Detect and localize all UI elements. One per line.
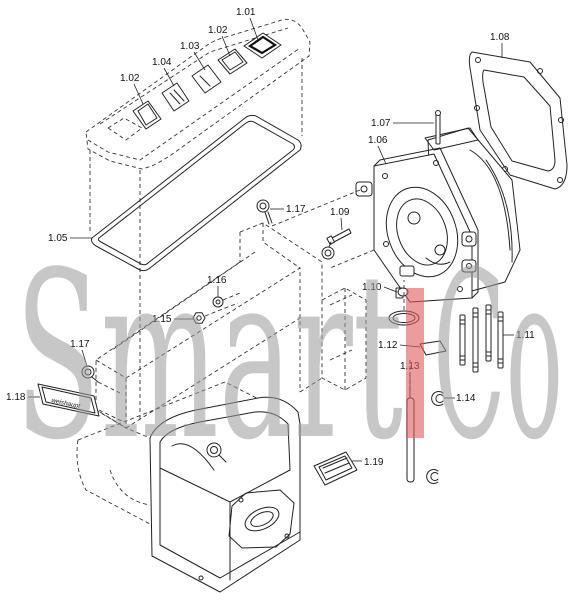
callout-1-01: 1.01: [236, 7, 256, 18]
callout-1-11: 1.11: [516, 330, 535, 341]
gasket-1-05: [91, 114, 302, 272]
washer-1-16: [212, 292, 241, 308]
window-1-01: [243, 32, 282, 59]
eye-ring: [206, 442, 227, 463]
callout-1-15: 1.15: [152, 314, 172, 325]
callout-1-08: 1.08: [490, 32, 510, 43]
nut-1-15: [192, 302, 239, 324]
eyebolt-mid: [321, 241, 335, 260]
window-1-03: [191, 64, 222, 94]
callout-1-02-upper: 1.02: [208, 25, 228, 36]
eyebolt-1-17-upper: [256, 199, 273, 225]
callout-1-04: 1.04: [152, 57, 172, 68]
callout-1-10: 1.10: [362, 282, 382, 293]
callout-1-05: 1.05: [48, 233, 68, 244]
nameplate-1-18: weishaupt: [37, 383, 125, 423]
callout-1-03: 1.03: [180, 41, 200, 52]
flange-1-08: [468, 51, 568, 190]
callout-1-02-lower: 1.02: [120, 73, 140, 84]
plate-1-12: [419, 340, 447, 356]
screw-1-09: [326, 228, 352, 245]
callout-1-14: 1.14: [456, 393, 476, 404]
callout-1-13: 1.13: [400, 361, 420, 372]
callout-1-17-lower: 1.17: [70, 339, 90, 350]
callout-1-17-upper: 1.17: [286, 204, 306, 215]
callout-1-06: 1.06: [368, 135, 388, 146]
circlip-1-14: [426, 391, 444, 484]
callout-1-07: 1.07: [371, 118, 391, 129]
window-1-04: [161, 82, 190, 112]
window-1-02-upper: [217, 48, 248, 75]
lower-housing: [149, 396, 301, 593]
callout-1-16: 1.16: [207, 275, 227, 286]
fitting-1-10: [395, 287, 409, 299]
callout-1-09: 1.09: [330, 207, 350, 218]
pin-1-07: [435, 110, 441, 145]
rod-1-13: [406, 360, 415, 483]
plate-1-19: [313, 451, 358, 486]
eyebolt-1-17-lower: [81, 365, 121, 394]
callout-1-19: 1.19: [364, 457, 384, 468]
mounting-plate-1-06: [271, 127, 521, 303]
callout-1-18: 1.18: [6, 392, 26, 403]
callout-1-12: 1.12: [378, 340, 398, 351]
leader-lines: [28, 17, 514, 462]
window-1-02-lower: [132, 100, 162, 130]
studs-1-11: [459, 304, 504, 373]
